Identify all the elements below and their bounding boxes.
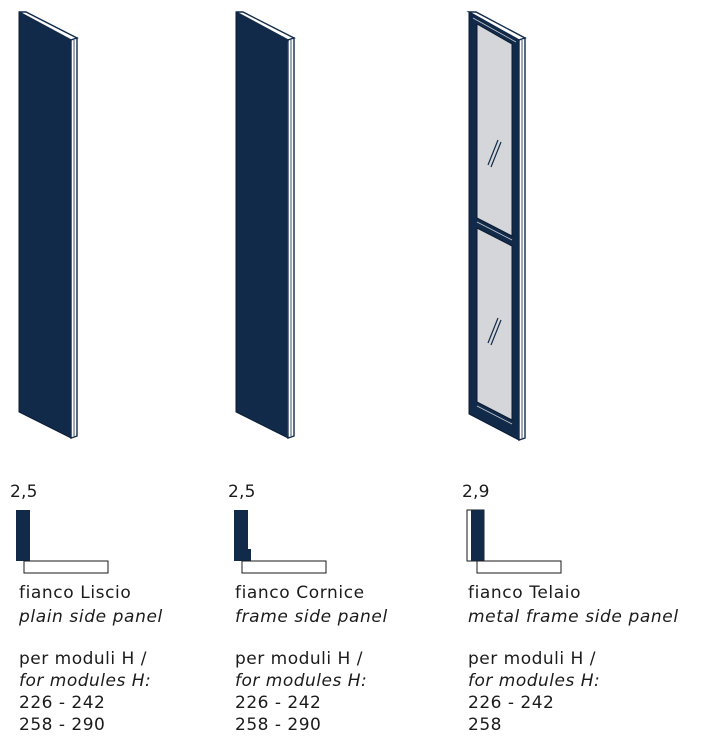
panel-name-english: plain side panel — [19, 607, 163, 627]
module-heights-block: per moduli H / for modules H: 226 - 242 … — [19, 648, 151, 736]
module-height-range: 226 - 242 — [468, 693, 555, 713]
modules-label-english: for modules H: — [235, 671, 368, 691]
modules-label-italian: per moduli H / — [19, 649, 147, 669]
panel-caption: fianco Telaio metal frame side panel — [468, 581, 679, 629]
panel-caption: fianco Liscio plain side panel — [19, 581, 163, 629]
module-heights-block: per moduli H / for modules H: 226 - 242 … — [235, 648, 367, 736]
thickness-label: 2,9 — [462, 482, 490, 502]
panel-caption: fianco Cornice frame side panel — [235, 581, 388, 629]
panel-name-english: frame side panel — [235, 607, 388, 627]
module-heights-block: per moduli H / for modules H: 226 - 242 … — [468, 648, 600, 736]
module-height-range: 258 - 290 — [19, 715, 106, 735]
plain-side-panel-drawing — [18, 11, 79, 439]
frame-panel-section-diagram — [234, 510, 327, 574]
metal-frame-panel-section-diagram — [466, 509, 562, 574]
thickness-label: 2,5 — [228, 482, 256, 502]
modules-label-italian: per moduli H / — [468, 649, 596, 669]
panel-name-italian: fianco Liscio — [19, 583, 132, 603]
modules-label-english: for modules H: — [19, 671, 152, 691]
panel-name-english: metal frame side panel — [468, 607, 679, 627]
module-height-range: 258 - 290 — [235, 715, 322, 735]
module-height-range: 226 - 242 — [19, 693, 106, 713]
panel-name-italian: fianco Cornice — [235, 583, 365, 603]
modules-label-italian: per moduli H / — [235, 649, 363, 669]
frame-side-panel-drawing — [235, 11, 296, 439]
plain-panel-section-diagram — [16, 510, 109, 574]
metal-frame-side-panel-drawing — [466, 11, 527, 441]
modules-label-english: for modules H: — [468, 671, 601, 691]
module-height-range: 226 - 242 — [235, 693, 322, 713]
panel-name-italian: fianco Telaio — [468, 583, 582, 603]
module-height-range: 258 — [468, 715, 502, 735]
thickness-label: 2,5 — [10, 482, 38, 502]
